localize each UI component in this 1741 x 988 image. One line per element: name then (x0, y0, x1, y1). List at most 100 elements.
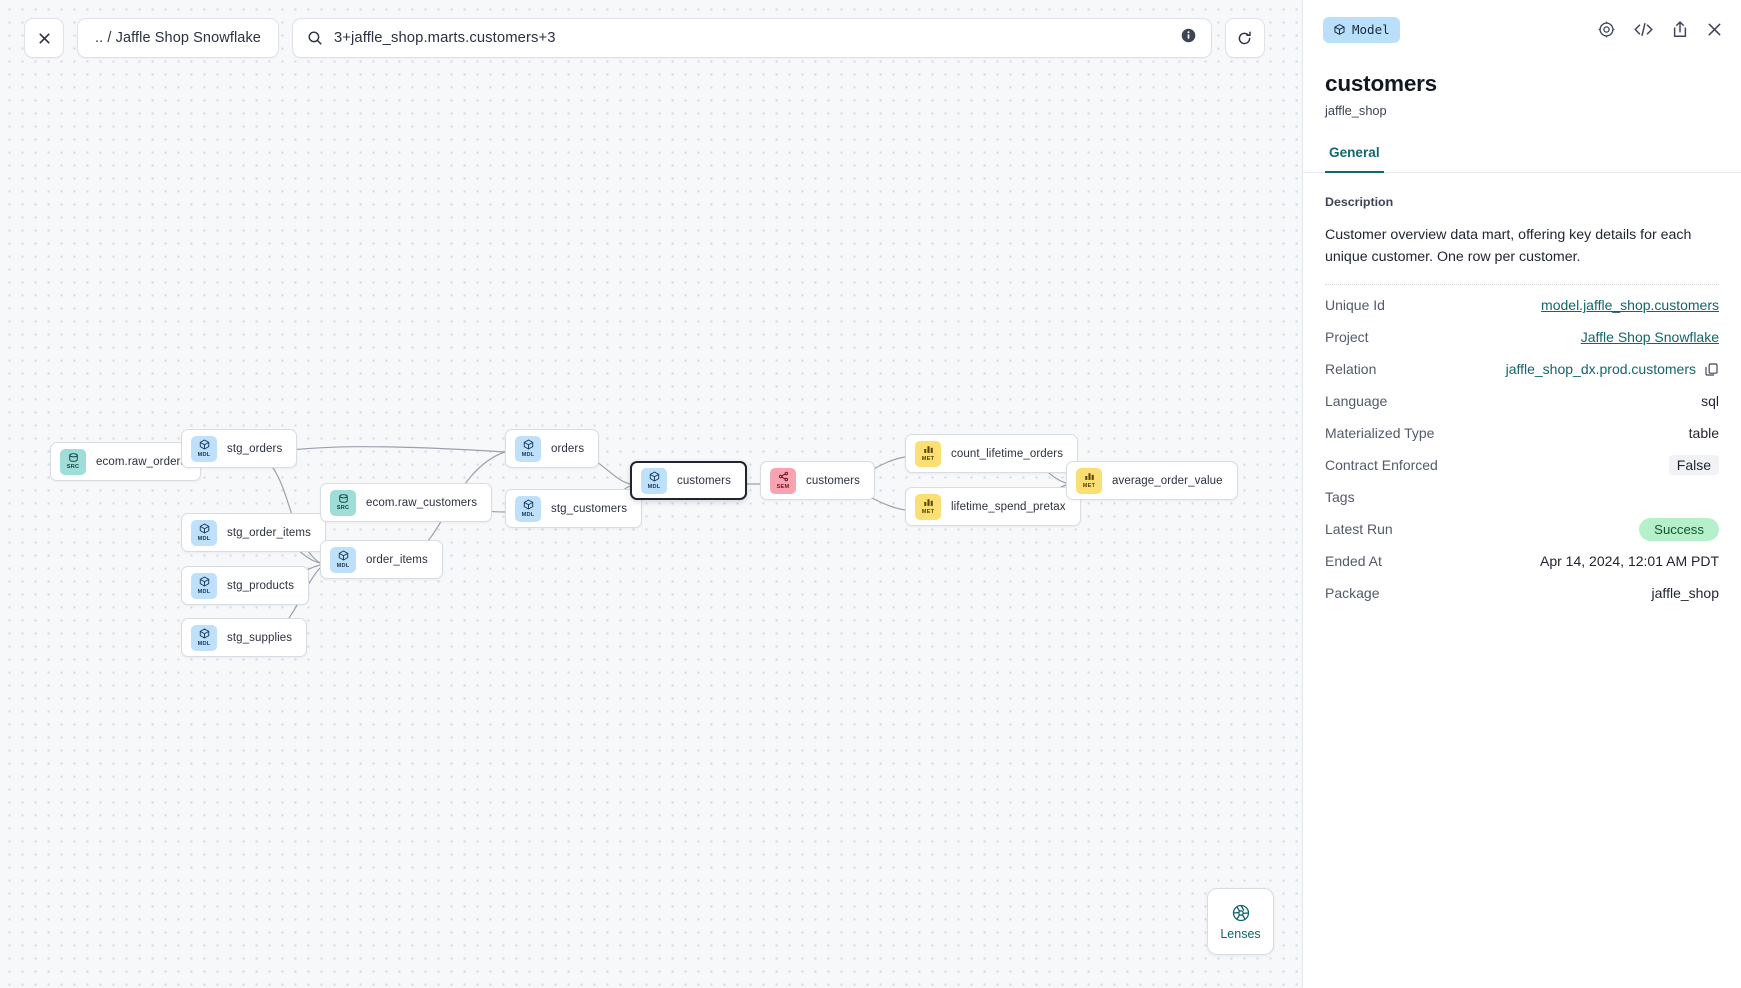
node-kind-tag: SRC (336, 504, 350, 511)
node-kind-tag: SEM (776, 483, 790, 490)
graph-node-stg_products[interactable]: MDL stg_products (181, 566, 310, 605)
node-kind-tag: MDL (197, 451, 211, 458)
node-label: average_order_value (1112, 474, 1223, 487)
node-kind-icon-mdl: MDL (330, 546, 356, 573)
field-value[interactable]: model.jaffle_shop.customers (1541, 297, 1719, 314)
field-key: Relation (1325, 361, 1377, 378)
node-label: stg_orders (227, 442, 283, 455)
node-kind-icon-met: MET (1076, 467, 1102, 494)
node-kind-icon-met: MET (915, 493, 941, 520)
node-label: count_lifetime_orders (951, 447, 1064, 460)
details-panel: Model (1302, 0, 1741, 988)
graph-node-stg_supplies[interactable]: MDL stg_supplies (181, 618, 308, 657)
graph-node-order_items[interactable]: MDL order_items (320, 540, 443, 579)
node-label: order_items (366, 553, 428, 566)
graph-node-customers_semantic[interactable]: SEM customers (760, 461, 875, 500)
code-icon[interactable] (1633, 20, 1654, 39)
details-panel-header: Model (1303, 0, 1741, 59)
divider (1325, 284, 1719, 286)
node-label: customers (677, 474, 731, 487)
field-value: Success (1639, 518, 1719, 542)
graph-node-ecom_raw_customers[interactable]: SRC ecom.raw_customers (320, 483, 493, 522)
graph-node-average_order_value[interactable]: MET average_order_value (1066, 461, 1238, 500)
graph-node-customers_model[interactable]: MDL customers (630, 461, 747, 500)
search-input[interactable]: 3+jaffle_shop.marts.customers+3 (333, 30, 556, 46)
field-key: Contract Enforced (1325, 457, 1438, 474)
node-kind-icon-src: SRC (60, 448, 86, 475)
node-label: orders (551, 442, 585, 455)
details-panel-body[interactable]: Description Customer overview data mart,… (1303, 173, 1741, 988)
field-value: sql (1701, 393, 1719, 410)
details-panel-title-block: customers jaffle_shop (1303, 59, 1741, 118)
close-lineage-button[interactable] (24, 18, 64, 58)
node-type-badge[interactable]: Model (1323, 16, 1400, 43)
node-kind-tag: MET (1082, 483, 1096, 490)
panel-action-group (1597, 20, 1723, 39)
breadcrumb[interactable]: .. / Jaffle Shop Snowflake (77, 18, 279, 58)
node-kind-icon-src: SRC (330, 489, 356, 516)
graph-node-stg_order_items[interactable]: MDL stg_order_items (181, 513, 326, 552)
node-kind-icon-mdl: MDL (191, 572, 217, 599)
node-label: stg_supplies (227, 631, 293, 644)
field-row: Unique Id model.jaffle_shop.customers (1325, 289, 1719, 321)
field-value: Apr 14, 2024, 12:01 AM PDT (1540, 553, 1719, 570)
node-label: ecom.raw_customers (366, 496, 478, 509)
field-row: Language sql (1325, 385, 1719, 417)
node-label: lifetime_spend_pretax (951, 500, 1066, 513)
share-icon[interactable] (1671, 20, 1689, 39)
description-label: Description (1325, 195, 1394, 209)
graph-node-orders[interactable]: MDL orders (505, 429, 600, 468)
node-kind-tag: MDL (197, 640, 211, 647)
node-kind-tag: MDL (197, 588, 211, 595)
field-key: Package (1325, 585, 1380, 602)
lenses-aperture-icon (1232, 904, 1249, 921)
canvas-toolbar: .. / Jaffle Shop Snowflake 3+jaffle_shop… (24, 18, 1265, 58)
node-label: customers (806, 474, 860, 487)
node-kind-icon-mdl: MDL (515, 495, 541, 522)
field-row: Relation jaffle_shop_dx.prod.customers (1325, 353, 1719, 385)
field-value[interactable]: Jaffle Shop Snowflake (1580, 329, 1719, 346)
node-kind-icon-sem: SEM (770, 467, 796, 494)
node-label: ecom.raw_orders (96, 455, 187, 468)
copy-icon[interactable] (1704, 362, 1719, 377)
close-icon (38, 32, 50, 44)
tab-general[interactable]: General (1325, 145, 1384, 173)
status-badge: Success (1639, 518, 1719, 542)
lenses-button[interactable]: Lenses (1207, 888, 1274, 955)
node-label: stg_order_items (227, 526, 311, 539)
node-kind-tag: SRC (66, 463, 80, 470)
lineage-search[interactable]: 3+jaffle_shop.marts.customers+3 (291, 18, 1212, 58)
field-value: jaffle_shop (1651, 585, 1719, 602)
refresh-icon (1239, 30, 1252, 44)
refresh-button[interactable] (1224, 18, 1265, 58)
field-key: Language (1325, 393, 1388, 410)
node-type-label: Model (1352, 22, 1390, 37)
node-kind-tag: MDL (521, 511, 535, 518)
graph-node-stg_orders[interactable]: MDL stg_orders (181, 429, 298, 468)
field-key: Project (1325, 329, 1369, 346)
field-row: Project Jaffle Shop Snowflake (1325, 321, 1719, 353)
node-kind-icon-mdl: MDL (191, 519, 217, 546)
graph-node-lifetime_spend_pretax[interactable]: MET lifetime_spend_pretax (905, 487, 1081, 526)
info-icon[interactable] (1180, 27, 1197, 49)
field-key: Materialized Type (1325, 425, 1435, 442)
node-kind-tag: MDL (521, 451, 535, 458)
lens-icon[interactable] (1597, 20, 1616, 39)
node-kind-tag: MDL (647, 483, 661, 490)
node-label: stg_products (227, 579, 295, 592)
graph-node-ecom_raw_orders[interactable]: SRC ecom.raw_orders (50, 442, 202, 481)
field-key: Latest Run (1325, 521, 1393, 538)
node-kind-icon-mdl: MDL (191, 624, 217, 651)
close-icon[interactable] (1706, 21, 1723, 38)
node-kind-icon-mdl: MDL (191, 435, 217, 462)
field-value-link[interactable]: jaffle_shop_dx.prod.customers (1505, 361, 1696, 378)
details-tabs: General (1303, 145, 1741, 173)
lineage-canvas[interactable]: .. / Jaffle Shop Snowflake 3+jaffle_shop… (0, 0, 1302, 988)
field-key: Unique Id (1325, 297, 1385, 314)
